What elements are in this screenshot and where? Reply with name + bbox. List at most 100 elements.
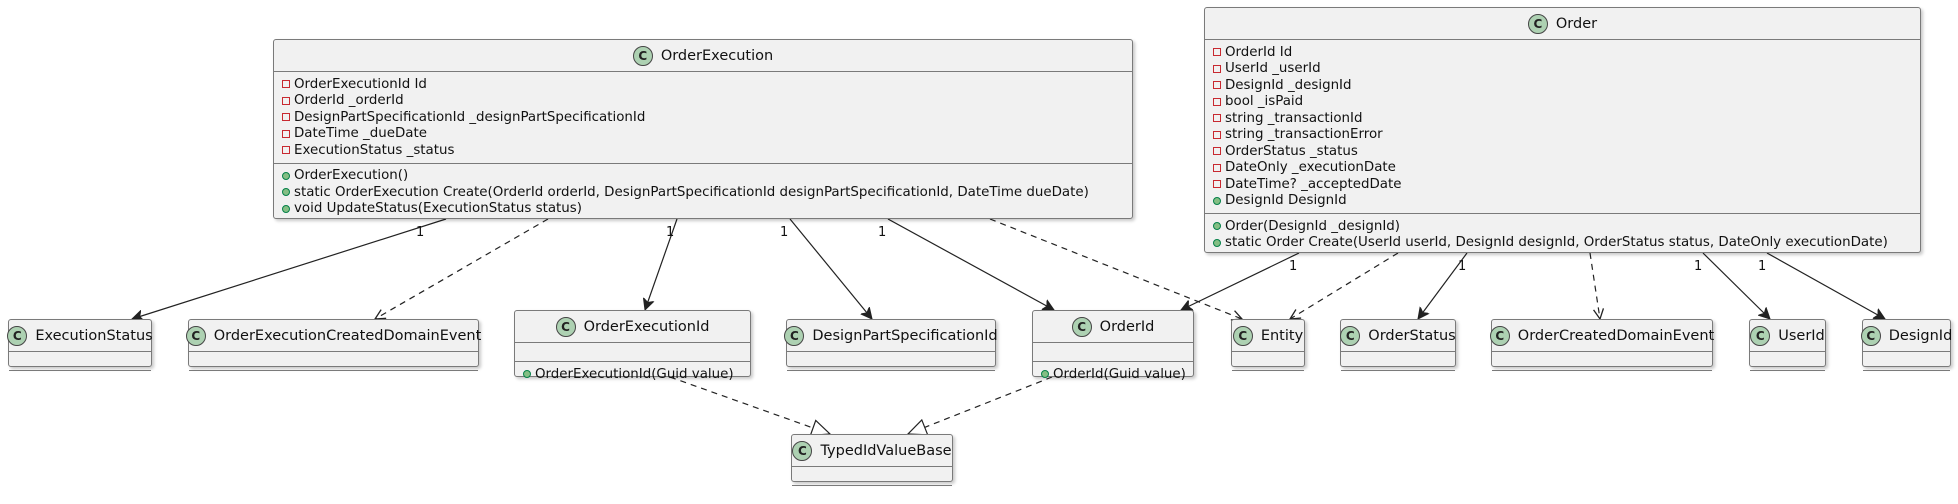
class-methods: OrderExecution()static OrderExecution Cr… [274,164,1132,222]
class-header: C OrderExecutionId [515,311,750,343]
method-row: OrderExecutionId(Guid value) [521,366,744,383]
class-name: UserId [1778,327,1825,344]
relation-order-to-user-id [1702,252,1770,319]
field-row: UserId _userId [1211,61,1914,78]
method-text: Order(DesignId _designId) [1225,218,1401,234]
multiplicity-label: 1 [1458,259,1466,274]
class-name: OrderCreatedDomainEvent [1517,327,1715,344]
private-visibility-icon [280,144,294,156]
public-visibility-icon [1211,237,1225,249]
private-visibility-icon [1211,112,1225,124]
field-row: string _transactionError [1211,127,1914,144]
class-methods [787,371,995,389]
class-methods: OrderExecutionId(Guid value) [515,362,750,387]
field-row: DesignPartSpecificationId _designPartSpe… [280,109,1126,126]
method-row: OrderId(Guid value) [1039,366,1187,383]
field-text: DesignPartSpecificationId _designPartSpe… [294,109,646,125]
private-visibility-icon [1211,46,1225,58]
field-row: string _transactionId [1211,110,1914,127]
field-row: OrderId _orderId [280,93,1126,110]
multiplicity-label: 1 [878,225,886,240]
relation-order-to-order-status [1418,252,1468,319]
multiplicity-label: 1 [780,225,788,240]
private-visibility-icon [1211,129,1225,141]
relation-order-execution-to-order-id [887,218,1054,310]
class-typed-id-value-base[interactable]: C TypedIdValueBase [791,434,953,486]
private-visibility-icon [1211,145,1225,157]
method-row: Order(DesignId _designId) [1211,218,1914,235]
class-name: TypedIdValueBase [820,442,952,459]
class-methods: Order(DesignId _designId)static Order Cr… [1205,214,1920,255]
method-text: static Order Create(UserId userId, Desig… [1225,235,1888,251]
class-stereotype-icon: C [784,325,805,346]
field-row: DateTime _dueDate [280,126,1126,143]
field-text: string _transactionId [1225,110,1363,126]
class-stereotype-icon: C [1232,325,1253,346]
class-stereotype-icon: C [632,45,653,66]
class-stereotype-icon: C [792,440,813,461]
class-stereotype-icon: C [1071,316,1092,337]
class-name: OrderExecutionId [583,318,710,335]
private-visibility-icon [1211,178,1225,190]
public-visibility-icon [280,170,294,182]
class-fields [189,352,478,371]
class-user-id[interactable]: C UserId [1749,319,1826,371]
field-text: UserId _userId [1225,61,1321,77]
method-text: OrderId(Guid value) [1053,366,1186,382]
class-stereotype-icon: C [555,316,576,337]
field-row: bool _isPaid [1211,94,1914,111]
relation-order-to-design-id [1766,252,1885,319]
relation-order-execution-to-design-part-specification-id [789,218,872,319]
field-text: OrderExecutionId Id [294,76,427,92]
field-row: DesignId _designId [1211,77,1914,94]
method-row: static OrderExecution Create(OrderId ord… [280,184,1126,201]
private-visibility-icon [280,128,294,140]
method-text: void UpdateStatus(ExecutionStatus status… [294,201,582,217]
field-text: OrderId Id [1225,44,1293,60]
relation-order-to-order-id [1181,252,1300,310]
class-methods [1492,371,1712,389]
public-visibility-icon [280,186,294,198]
public-visibility-icon [1211,195,1225,207]
field-text: DateTime? _acceptedDate [1225,176,1402,192]
class-stereotype-icon: C [7,325,28,346]
field-text: OrderStatus _status [1225,143,1358,159]
field-text: DateTime _dueDate [294,126,427,142]
class-name: OrderExecution [660,47,774,64]
class-header: C UserId [1750,320,1825,352]
class-name: Order [1555,15,1598,32]
class-stereotype-icon: C [185,325,206,346]
relation-order-execution-to-order-execution-created-domain-event [375,218,549,319]
class-methods: OrderId(Guid value) [1033,362,1193,387]
class-fields [9,352,151,371]
class-methods [9,371,151,389]
private-visibility-icon [280,95,294,107]
public-visibility-icon [280,203,294,215]
class-name: OrderId [1099,318,1155,335]
method-row: static Order Create(UserId userId, Desig… [1211,235,1914,252]
field-text: OrderId _orderId [294,93,404,109]
private-visibility-icon [1211,79,1225,91]
class-stereotype-icon: C [1750,325,1771,346]
multiplicity-label: 1 [1758,259,1766,274]
field-row: OrderExecutionId Id [280,76,1126,93]
field-text: string _transactionError [1225,127,1383,143]
multiplicity-label: 1 [666,225,674,240]
